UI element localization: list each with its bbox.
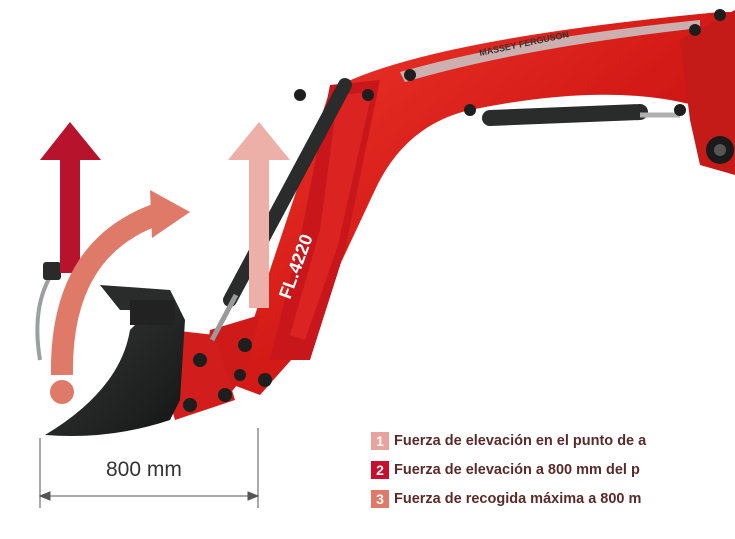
legend-number: 2 — [371, 461, 389, 479]
legend-text: Fuerza de elevación en el punto de a — [394, 433, 647, 449]
legend-item: 3 Fuerza de recogida máxima a 800 m — [371, 486, 735, 512]
dimension-label: 800 mm — [106, 458, 182, 481]
arrow-1-lift-point — [228, 122, 290, 308]
arrow-2-lift-800mm — [40, 122, 101, 273]
legend-item: 2 Fuerza de elevación a 800 mm del p — [371, 457, 735, 483]
legend-text: Fuerza de elevación a 800 mm del p — [394, 462, 640, 478]
bucket — [35, 262, 185, 436]
legend-number: 1 — [371, 432, 389, 450]
legend-number: 3 — [371, 490, 389, 508]
legend-item: 1 Fuerza de elevación en el punto de a — [371, 428, 735, 454]
loader-boom — [165, 10, 735, 420]
arrow-3-breakout — [50, 190, 190, 404]
legend: 1 Fuerza de elevación en el punto de a 2… — [371, 428, 735, 515]
dimension-lines — [38, 428, 260, 508]
bolts — [164, 9, 726, 412]
legend-text: Fuerza de recogida máxima a 800 m — [394, 491, 642, 507]
